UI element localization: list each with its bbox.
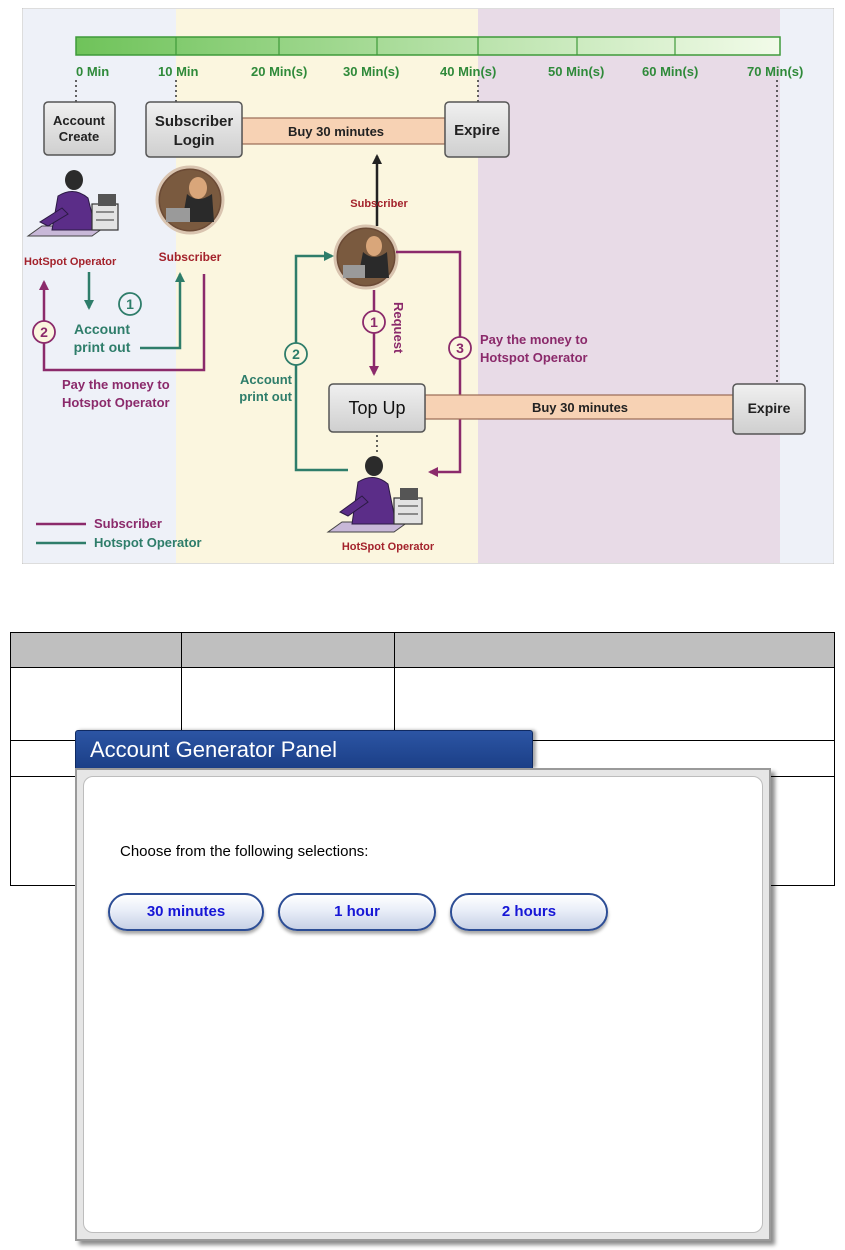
step-2-number-lower: 2 (292, 346, 300, 362)
pay-money-lower-line2: Hotspot Operator (480, 350, 588, 365)
account-generator-panel: Account Generator Panel Choose from the … (75, 730, 780, 1245)
zone-right (478, 9, 780, 563)
time-plan-diagram: 0 Min 10 Min 20 Min(s) 30 Min(s) 40 Min(… (22, 8, 834, 564)
selection-prompt: Choose from the following selections: (120, 843, 369, 860)
table-header-cell (394, 632, 835, 668)
step-3-badge (448, 336, 472, 360)
expire-box-lower: Expire (732, 383, 806, 435)
timeline-bar (75, 36, 781, 56)
account-printout-lower-line2: print out (239, 389, 292, 404)
subscriber-avatar (155, 165, 225, 235)
subscriber-avatar-2 (333, 224, 399, 290)
panel-title-tab: Account Generator Panel (75, 730, 533, 768)
pay-money-line2: Hotspot Operator (62, 395, 170, 410)
arrow-printout-to-subscriber (140, 272, 185, 350)
account-printout-line1: Account (74, 321, 130, 337)
timeline-label: 40 Min(s) (440, 64, 496, 79)
panel-content: Choose from the following selections: 30… (83, 776, 763, 1233)
select-30-minutes-button[interactable]: 30 minutes (108, 893, 264, 931)
expire-label: Expire (454, 122, 500, 139)
table-row (10, 667, 835, 741)
step-2-badge-lower (284, 342, 308, 366)
buy-bar-lower-label: Buy 30 minutes (532, 400, 628, 415)
timeline-label: 10 Min (158, 64, 199, 79)
timeline-label: 60 Min(s) (642, 64, 698, 79)
step-2-number: 2 (40, 324, 48, 340)
table-cell (394, 667, 835, 741)
step-1-badge-lower (362, 310, 386, 334)
operator-label: HotSpot Operator (24, 256, 117, 268)
timeline-labels: 0 Min 10 Min 20 Min(s) 30 Min(s) 40 Min(… (76, 64, 803, 79)
subscriber-label: Subscriber (159, 250, 222, 264)
diagram-canvas: 0 Min 10 Min 20 Min(s) 30 Min(s) 40 Min(… (22, 8, 834, 564)
step-2-badge (32, 320, 56, 344)
operator-figure-icon-2 (326, 456, 423, 533)
expire-lower-label: Expire (748, 400, 791, 416)
top-up-box: Top Up (328, 383, 426, 433)
subscriber-login-line1: Subscriber (155, 113, 234, 130)
table-header-cell (181, 632, 395, 668)
expire-box-upper: Expire (444, 101, 510, 158)
select-2-hours-button[interactable]: 2 hours (450, 893, 608, 931)
timeline-label: 0 Min (76, 64, 109, 79)
request-label: Request (391, 302, 406, 354)
account-create-box: Account Create (43, 101, 116, 156)
legend-label-subscriber: Subscriber (94, 516, 162, 531)
step-1-badge (118, 292, 142, 316)
timeline-label: 70 Min(s) (747, 64, 803, 79)
timeline-label: 30 Min(s) (343, 64, 399, 79)
pay-money-lower-line1: Pay the money to (480, 332, 588, 347)
buy-30-bar-lower: Buy 30 minutes (424, 394, 736, 420)
buy-bar-label: Buy 30 minutes (288, 124, 384, 139)
table-header-cell (10, 632, 182, 668)
operator-label-2: HotSpot Operator (342, 541, 435, 553)
subscriber-login-line2: Login (174, 132, 215, 149)
arrow-pay-operator-lower (396, 250, 462, 477)
operator-figure-icon (26, 170, 119, 237)
timeline-label: 20 Min(s) (251, 64, 307, 79)
subscriber-login-box: Subscriber Login (145, 101, 243, 158)
account-create-line2: Create (59, 129, 99, 144)
panel-body: Choose from the following selections: 30… (75, 768, 771, 1241)
select-1-hour-button[interactable]: 1 hour (278, 893, 436, 931)
buy-30-bar-upper: Buy 30 minutes (241, 117, 446, 145)
table-header-row (10, 632, 835, 668)
step-1-number-lower: 1 (370, 314, 378, 330)
account-printout-line2: print out (74, 339, 131, 355)
zone-left (23, 9, 176, 563)
zone-middle (176, 9, 478, 563)
step-1-number: 1 (126, 296, 134, 312)
legend-label-operator: Hotspot Operator (94, 535, 202, 550)
top-up-label: Top Up (348, 398, 405, 418)
account-create-line1: Account (53, 113, 106, 128)
timeline-label: 50 Min(s) (548, 64, 604, 79)
account-printout-lower-line1: Account (240, 372, 293, 387)
subscriber-label-2: Subscriber (350, 198, 408, 210)
zone-end (780, 9, 833, 563)
legend: Subscriber Hotspot Operator (36, 516, 202, 550)
pay-money-line1: Pay the money to (62, 377, 170, 392)
step-3-number: 3 (456, 340, 464, 356)
